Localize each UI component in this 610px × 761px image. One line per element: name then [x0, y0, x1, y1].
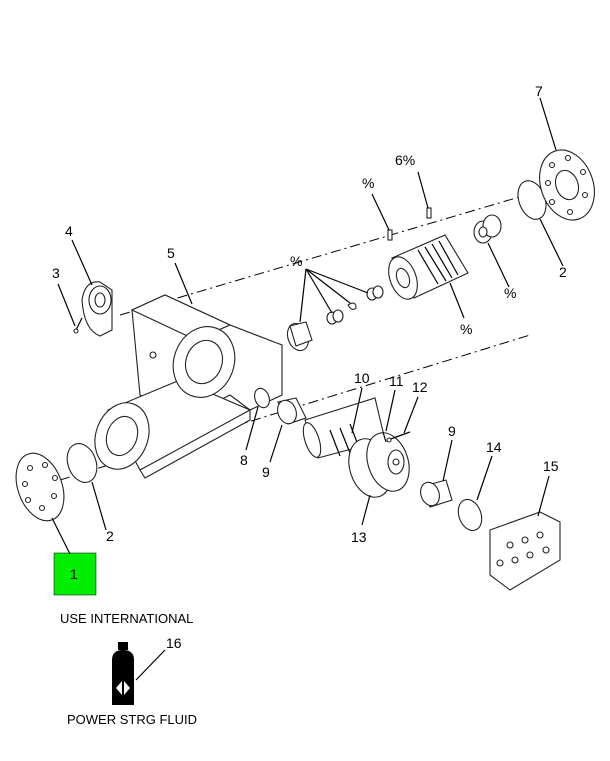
part-9-bushing-right[interactable] — [417, 479, 453, 509]
callout-16: 16 — [166, 635, 182, 651]
part-12-pin[interactable] — [386, 431, 411, 443]
small-spring-left[interactable] — [326, 309, 344, 325]
part-8-seal[interactable] — [252, 386, 272, 410]
part-1-highlight-box[interactable] — [53, 552, 97, 596]
small-clip[interactable] — [347, 302, 357, 310]
callout-13: 13 — [351, 529, 367, 545]
part-15-end-plate[interactable] — [489, 511, 561, 591]
callout-1: 1 — [70, 566, 78, 582]
part-4-end-cap[interactable] — [81, 281, 113, 337]
callout-percent-3: % — [460, 321, 472, 337]
part-14-o-ring[interactable] — [454, 496, 486, 534]
part-2-o-ring-left[interactable] — [62, 439, 102, 486]
small-spring-right[interactable] — [366, 285, 384, 301]
callout-percent-4: % — [504, 285, 516, 301]
callout-14: 14 — [486, 439, 502, 455]
power-strg-fluid-caption: POWER STRG FLUID — [67, 712, 197, 727]
callout-5: 5 — [167, 245, 175, 261]
part-7-flange[interactable] — [530, 142, 603, 227]
callout-11: 11 — [389, 373, 404, 389]
callout-9-right: 9 — [448, 423, 456, 439]
callout-8: 8 — [240, 452, 248, 468]
callout-percent-1: % — [290, 253, 302, 269]
callout-12: 12 — [412, 379, 428, 395]
part-3-screw[interactable] — [73, 317, 83, 334]
valve-cylinder[interactable] — [383, 234, 469, 303]
callout-7: 7 — [535, 83, 543, 99]
power-steering-fluid-container-icon[interactable] — [112, 642, 134, 705]
callout-2-right: 2 — [559, 264, 567, 280]
use-international-caption: USE INTERNATIONAL — [60, 611, 193, 626]
callout-3: 3 — [52, 265, 60, 281]
callout-15: 15 — [543, 458, 559, 474]
callout-9-left: 9 — [262, 464, 270, 480]
callout-6: 6% — [395, 152, 415, 168]
part-13-gear[interactable] — [342, 427, 417, 502]
part-11-key[interactable] — [382, 431, 387, 443]
callout-2-left: 2 — [106, 528, 114, 544]
leader-lines — [51, 97, 564, 681]
pressure-piston[interactable] — [284, 320, 313, 353]
callout-10: 10 — [354, 370, 370, 386]
callout-4: 4 — [65, 223, 73, 239]
part-5-housing[interactable] — [86, 294, 283, 479]
upper-pin-left[interactable] — [387, 229, 393, 241]
part-9-bushing-left[interactable] — [274, 397, 307, 427]
part-1-cover-plate[interactable] — [7, 447, 72, 528]
upper-pin-right[interactable] — [426, 207, 432, 219]
upper-centerline — [119, 184, 561, 316]
callout-percent-2: % — [362, 175, 374, 191]
adjuster-plug[interactable] — [473, 214, 502, 244]
